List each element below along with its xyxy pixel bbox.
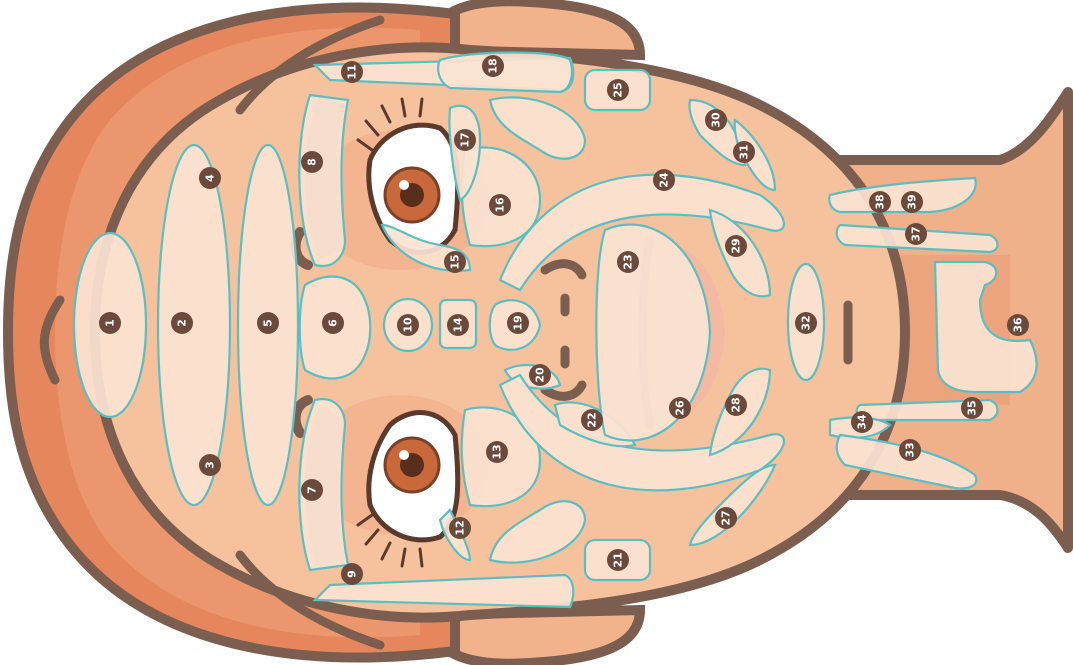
zone-badge-label: 20 bbox=[534, 367, 547, 383]
zone-badge-label: 7 bbox=[306, 486, 319, 494]
zone-badge-16: 16 bbox=[489, 194, 511, 216]
zone-badge-38: 38 bbox=[869, 191, 891, 213]
zone-badge-label: 11 bbox=[346, 64, 359, 79]
zone-badge-7: 7 bbox=[301, 479, 323, 501]
zone-badge-label: 14 bbox=[452, 317, 465, 333]
zone-badge-39: 39 bbox=[901, 191, 923, 213]
zone-badge-13: 13 bbox=[486, 441, 508, 463]
zone-badge-26: 26 bbox=[669, 397, 691, 419]
zone-badge-label: 26 bbox=[674, 400, 687, 416]
zone-badge-28: 28 bbox=[725, 394, 747, 416]
zone-badge-label: 34 bbox=[856, 414, 869, 430]
zone-badge-label: 18 bbox=[487, 58, 500, 73]
zone-badge-label: 39 bbox=[906, 194, 919, 209]
zone-badge-label: 15 bbox=[449, 254, 462, 269]
zone-badge-35: 35 bbox=[961, 397, 983, 419]
zone-badge-label: 5 bbox=[262, 319, 275, 327]
zone-badge-8: 8 bbox=[301, 151, 323, 173]
zone-badge-label: 2 bbox=[176, 319, 189, 327]
zone-badge-label: 10 bbox=[402, 317, 415, 333]
zone-badge-label: 36 bbox=[1012, 317, 1025, 333]
zone-badge-21: 21 bbox=[607, 549, 629, 571]
zone-badge-label: 25 bbox=[612, 82, 625, 97]
zone-badge-20: 20 bbox=[529, 364, 551, 386]
zone-badge-37: 37 bbox=[905, 223, 927, 245]
zone-badge-label: 8 bbox=[306, 158, 319, 166]
zone-badge-14: 14 bbox=[447, 314, 469, 336]
zone-badge-label: 17 bbox=[459, 132, 472, 147]
zone-badge-label: 12 bbox=[454, 520, 467, 535]
zone-badge-label: 35 bbox=[966, 400, 979, 415]
zone-badge-label: 6 bbox=[327, 319, 340, 327]
zone-badge-label: 19 bbox=[512, 315, 525, 330]
zone-badge-25: 25 bbox=[607, 79, 629, 101]
zone-badge-label: 23 bbox=[622, 254, 635, 269]
zone-badge-4: 4 bbox=[199, 167, 221, 189]
zone-badge-3: 3 bbox=[199, 454, 221, 476]
zone-badge-label: 4 bbox=[204, 174, 217, 182]
zone-badge-label: 38 bbox=[874, 194, 887, 209]
zone-badge-label: 28 bbox=[730, 397, 743, 412]
zone-badge-label: 16 bbox=[494, 197, 507, 213]
zone-badge-label: 3 bbox=[204, 461, 217, 469]
zone-badge-30: 30 bbox=[705, 109, 727, 131]
zone-badge-24: 24 bbox=[653, 169, 675, 191]
zone-badge-label: 9 bbox=[346, 570, 359, 578]
zone-badge-label: 33 bbox=[904, 442, 917, 457]
zone-badge-36: 36 bbox=[1007, 314, 1029, 336]
zone-badge-label: 27 bbox=[720, 510, 733, 525]
zone-badge-31: 31 bbox=[733, 141, 755, 163]
zone-2 bbox=[158, 145, 230, 505]
zone-badge-22: 22 bbox=[581, 409, 603, 431]
zone-badge-1: 1 bbox=[99, 312, 121, 334]
zone-badge-label: 29 bbox=[730, 238, 743, 253]
zone-badge-label: 22 bbox=[586, 412, 599, 427]
zone-badge-34: 34 bbox=[851, 411, 873, 433]
zone-badge-15: 15 bbox=[444, 251, 466, 273]
zone-badge-label: 21 bbox=[612, 552, 625, 567]
zone-badge-label: 30 bbox=[710, 112, 723, 128]
zone-badge-12: 12 bbox=[449, 517, 471, 539]
zone-badge-29: 29 bbox=[725, 235, 747, 257]
zone-badge-label: 13 bbox=[491, 444, 504, 459]
zone-badge-2: 2 bbox=[171, 312, 193, 334]
zone-badge-17: 17 bbox=[454, 129, 476, 151]
zone-badge-label: 32 bbox=[800, 315, 813, 330]
zone-badge-9: 9 bbox=[341, 563, 363, 585]
zone-badge-19: 19 bbox=[507, 312, 529, 334]
zone-badge-11: 11 bbox=[341, 61, 363, 83]
zone-18 bbox=[438, 53, 572, 93]
zone-badge-27: 27 bbox=[715, 507, 737, 529]
zone-badge-33: 33 bbox=[899, 439, 921, 461]
zone-badge-label: 37 bbox=[910, 226, 923, 241]
zone-badge-label: 1 bbox=[104, 319, 117, 327]
zone-badge-6: 6 bbox=[322, 312, 344, 334]
zone-8 bbox=[299, 95, 348, 266]
zone-badge-32: 32 bbox=[795, 312, 817, 334]
zone-badge-23: 23 bbox=[617, 251, 639, 273]
zone-badge-18: 18 bbox=[482, 55, 504, 77]
zone-badge-label: 31 bbox=[738, 144, 751, 159]
zone-badge-10: 10 bbox=[397, 314, 419, 336]
zone-badge-5: 5 bbox=[257, 312, 279, 334]
zone-badge-label: 24 bbox=[658, 172, 671, 188]
